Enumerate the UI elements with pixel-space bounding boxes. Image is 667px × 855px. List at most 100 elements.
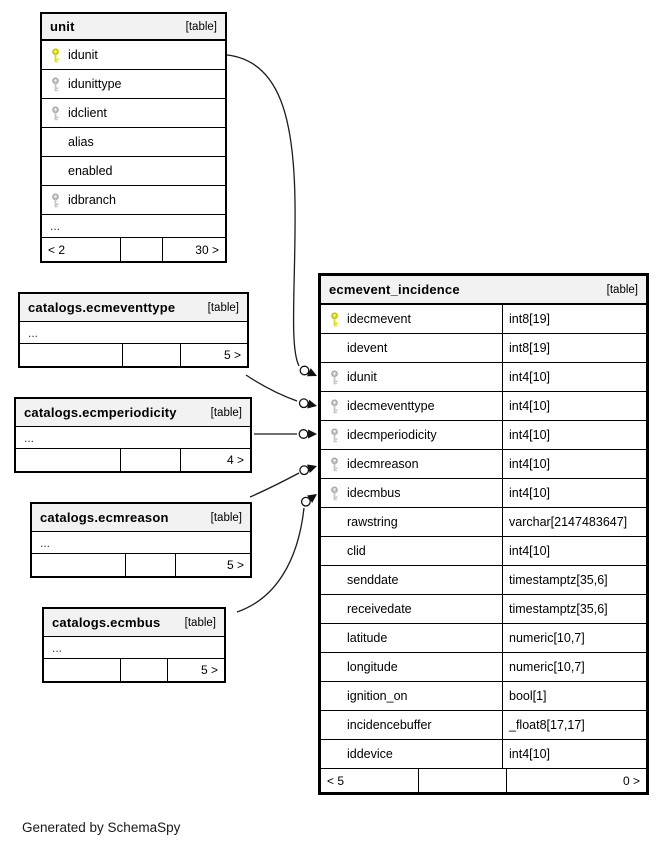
footer-children-count: 5 > [175, 554, 250, 576]
column-name: iddevice [347, 747, 393, 761]
column-type: bool[1] [509, 689, 547, 703]
column-row-idecmbus[interactable]: idecmbus int4[10] [321, 478, 646, 507]
column-type: timestamptz[35,6] [509, 573, 608, 587]
table-title: unit [50, 19, 75, 34]
column-row-idbranch[interactable]: idbranch [42, 185, 225, 214]
more-columns-ellipsis: ... [28, 325, 39, 340]
footer-children-count: 4 > [180, 449, 250, 471]
column-name: idunittype [68, 77, 122, 91]
column-name: idecmbus [347, 486, 401, 500]
column-row-idclient[interactable]: idclient [42, 98, 225, 127]
column-name: enabled [68, 164, 113, 178]
table-footer: 4 > [16, 448, 250, 471]
column-name: ignition_on [347, 689, 408, 703]
column-name: idunit [347, 370, 377, 384]
column-row-idecmeventtype[interactable]: idecmeventtype int4[10] [321, 391, 646, 420]
column-name: idclient [68, 106, 107, 120]
more-columns-ellipsis: ... [24, 430, 35, 445]
column-type: numeric[10,7] [509, 631, 585, 645]
table-tag: [table] [185, 20, 217, 33]
column-name: senddate [347, 573, 399, 587]
column-row-longitude[interactable]: longitude numeric[10,7] [321, 652, 646, 681]
table-footer: < 2 30 > [42, 237, 225, 261]
table-header[interactable]: catalogs.ecmperiodicity [table] [16, 399, 250, 427]
odot-idecmreason [299, 465, 310, 476]
footer-children-count: 30 > [162, 238, 225, 261]
table-tag: [table] [210, 511, 242, 524]
column-row-clid[interactable]: clid int4[10] [321, 536, 646, 565]
table-title: catalogs.ecmperiodicity [24, 405, 177, 420]
footer-mid-cell [122, 344, 180, 366]
column-row-ignition-on[interactable]: ignition_on bool[1] [321, 681, 646, 710]
column-type: varchar[2147483647] [509, 515, 628, 529]
column-row-rawstring[interactable]: rawstring varchar[2147483647] [321, 507, 646, 536]
column-type: int8[19] [509, 341, 551, 355]
foreign-key-icon [331, 486, 338, 500]
table-tag: [table] [207, 301, 239, 314]
column-row-alias[interactable]: alias [42, 127, 225, 156]
column-row-receivedate[interactable]: receivedate timestamptz[35,6] [321, 594, 646, 623]
table-footer: 5 > [20, 343, 247, 366]
column-row-incidencebuffer[interactable]: incidencebuffer _float8[17,17] [321, 710, 646, 739]
foreign-key-icon [331, 370, 338, 384]
table-ecmevent-incidence[interactable]: ecmevent_incidence [table] idecmevent in… [318, 273, 649, 795]
footer-parents-count [16, 449, 120, 471]
column-name: latitude [347, 631, 388, 645]
footer-children-count: 0 > [506, 769, 646, 792]
more-columns-ellipsis: ... [40, 535, 51, 550]
table-title: catalogs.ecmeventtype [28, 300, 176, 315]
column-type: int4[10] [509, 399, 551, 413]
table-footer: 5 > [44, 658, 224, 681]
odot-idunit [299, 365, 310, 376]
column-row-idecmreason[interactable]: idecmreason int4[10] [321, 449, 646, 478]
arrowhead-idecmperiodicity [308, 429, 317, 439]
table-title: catalogs.ecmbus [52, 615, 161, 630]
column-row-iddevice[interactable]: iddevice int4[10] [321, 739, 646, 768]
primary-key-icon [331, 312, 338, 326]
footer-children-count: 5 > [180, 344, 247, 366]
column-name: idecmeventtype [347, 399, 435, 413]
column-row-idunit[interactable]: idunit int4[10] [321, 362, 646, 391]
table-catalogs-ecmperiodicity[interactable]: catalogs.ecmperiodicity [table] ... 4 > [14, 397, 252, 473]
column-row-latitude[interactable]: latitude numeric[10,7] [321, 623, 646, 652]
column-type: int4[10] [509, 747, 551, 761]
column-row-idunittype[interactable]: idunittype [42, 69, 225, 98]
foreign-key-icon [52, 77, 59, 91]
column-name: idecmevent [347, 312, 411, 326]
column-name: alias [68, 135, 94, 149]
column-type: numeric[10,7] [509, 660, 585, 674]
column-row-idecmevent[interactable]: idecmevent int8[19] [321, 304, 646, 333]
footer-parents-count [44, 659, 120, 681]
column-name: idunit [68, 48, 98, 62]
column-row-enabled[interactable]: enabled [42, 156, 225, 185]
table-footer: < 5 0 > [321, 768, 646, 792]
footer-mid-cell [120, 238, 162, 261]
column-name: idbranch [68, 193, 116, 207]
column-row-idunit[interactable]: idunit [42, 40, 225, 69]
table-catalogs-ecmreason[interactable]: catalogs.ecmreason [table] ... 5 > [30, 502, 252, 578]
table-catalogs-ecmeventtype[interactable]: catalogs.ecmeventtype [table] ... 5 > [18, 292, 249, 368]
table-header[interactable]: catalogs.ecmeventtype [table] [20, 294, 247, 322]
column-row-idevent[interactable]: idevent int8[19] [321, 333, 646, 362]
footer-mid-cell [418, 769, 506, 792]
column-type: _float8[17,17] [509, 718, 585, 732]
table-header[interactable]: catalogs.ecmreason [table] [32, 504, 250, 532]
arrowhead-idecmreason [307, 464, 317, 474]
foreign-key-icon [52, 106, 59, 120]
odot-idecmbus [300, 496, 311, 507]
table-unit-header[interactable]: unit [table] [42, 14, 225, 40]
column-name: rawstring [347, 515, 398, 529]
column-row-senddate[interactable]: senddate timestamptz[35,6] [321, 565, 646, 594]
table-unit[interactable]: unit [table] idunit idunittype idclient … [40, 12, 227, 263]
more-columns-ellipsis: ... [42, 214, 225, 237]
column-row-idecmperiodicity[interactable]: idecmperiodicity int4[10] [321, 420, 646, 449]
schemaspy-credit: Generated by SchemaSpy [22, 820, 181, 835]
table-header[interactable]: catalogs.ecmbus [table] [44, 609, 224, 637]
table-header[interactable]: ecmevent_incidence [table] [321, 276, 646, 304]
column-type: int4[10] [509, 457, 551, 471]
edge-ecmreason [249, 472, 300, 498]
footer-mid-cell [120, 449, 180, 471]
column-name: idecmreason [347, 457, 419, 471]
edge-ecmeventtype [245, 374, 298, 402]
table-catalogs-ecmbus[interactable]: catalogs.ecmbus [table] ... 5 > [42, 607, 226, 683]
